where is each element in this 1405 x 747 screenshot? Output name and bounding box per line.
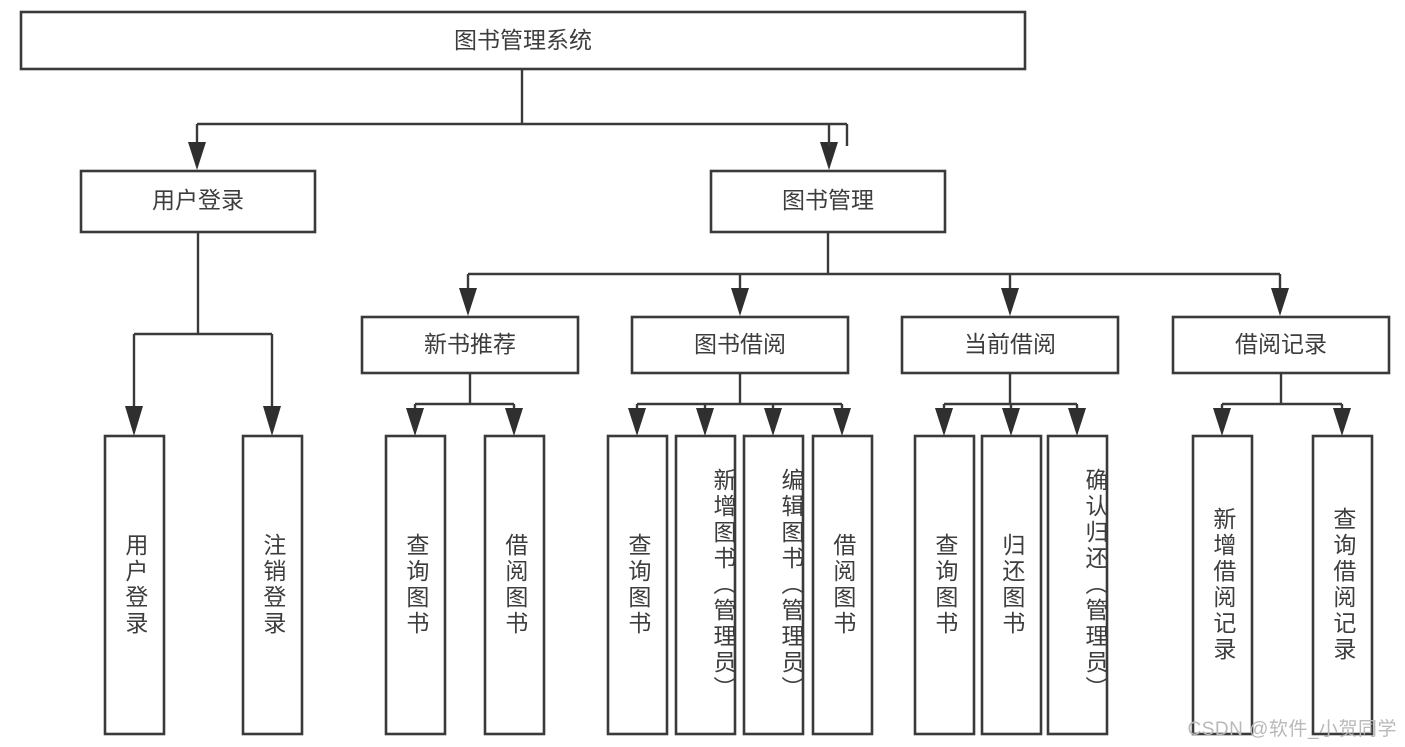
arrow-to-current-borrow [1001,288,1019,316]
leaf-boxes-borrow-record [1191,434,1374,736]
node-borrow-record-box[interactable] [1171,315,1391,375]
node-new-book-recommend-label: 新书推荐 [424,331,516,357]
arrow-to-book-manage [820,142,838,170]
arrow-to-borrow-record [1271,288,1289,316]
arrow-leaf-edit-book [764,408,782,436]
leaf-box-borrow-book-1[interactable] [483,434,546,736]
node-borrow-record-label: 借阅记录 [1235,331,1327,357]
csdn-watermark: CSDN @软件_小贺同学 [1187,719,1397,740]
leaf-box-confirm-return[interactable] [1046,434,1109,736]
arrow-leaf-query-book-2 [628,408,646,436]
leaf-boxes-user-login [103,434,304,736]
node-user-login-label: 用户登录 [152,187,244,213]
leaf-box-return-book[interactable] [980,434,1043,736]
arrow-leaf-add-record [1213,408,1231,436]
arrow-to-user-login [188,142,206,170]
arrow-leaf-borrow-book-1 [505,408,523,436]
arrow-leaf-borrow-book-2 [833,408,851,436]
arrow-to-new-book [459,288,477,316]
leaf-box-query-record[interactable] [1311,434,1374,736]
arrow-leaf-logout [263,406,281,436]
node-new-book-recommend[interactable]: 新书推荐 [360,315,580,375]
node-book-borrow-box[interactable] [630,315,850,375]
leaf-boxes-new-book-recommend [384,434,546,736]
arrow-leaf-query-book-1 [406,408,424,436]
node-borrow-record[interactable]: 借阅记录 [1171,315,1391,375]
arrow-leaf-return-book [1002,408,1020,436]
arrow-leaf-user-login [125,406,143,436]
node-book-borrow-label: 图书借阅 [694,331,786,357]
connector-userlogin-to-leaves [125,232,281,436]
node-current-borrow-label: 当前借阅 [964,331,1056,357]
connector-root-to-level2 [188,69,849,170]
arrow-leaf-query-record [1333,408,1351,436]
connector-bookborrow-to-leaves [628,373,851,436]
leaf-box-add-record[interactable] [1191,434,1254,736]
node-root-box[interactable] [19,10,1027,71]
node-current-borrow[interactable]: 当前借阅 [900,315,1120,375]
leaf-box-edit-book[interactable] [742,434,805,736]
connector-newbook-to-leaves [406,373,523,436]
leaf-box-query-book-1[interactable] [384,434,447,736]
node-user-login-box[interactable] [79,169,317,234]
node-book-manage-label: 图书管理 [782,187,874,213]
leaf-box-add-book[interactable] [674,434,737,736]
node-root-label: 图书管理系统 [454,27,592,53]
node-user-login[interactable]: 用户登录 [79,169,317,234]
node-book-borrow[interactable]: 图书借阅 [630,315,850,375]
node-current-borrow-box[interactable] [900,315,1120,375]
leaf-boxes-book-borrow [606,434,874,736]
arrow-to-book-borrow [731,288,749,316]
connector-bookmanage-to-level3 [459,232,1289,316]
node-new-book-recommend-box[interactable] [360,315,580,375]
node-book-manage[interactable]: 图书管理 [709,169,947,234]
connector-currentborrow-to-leaves [935,373,1086,436]
leaf-box-query-book-2[interactable] [606,434,669,736]
arrow-leaf-add-book [696,408,714,436]
leaf-box-logout[interactable] [241,434,304,736]
node-book-manage-box[interactable] [709,169,947,234]
leaf-boxes-current-borrow [913,434,1109,736]
node-root[interactable]: 图书管理系统 [19,10,1027,71]
connector-borrowrecord-to-leaves [1213,373,1351,436]
arrow-leaf-query-book-3 [935,408,953,436]
leaf-box-query-book-3[interactable] [913,434,976,736]
leaf-box-user-login[interactable] [103,434,166,736]
leaf-box-borrow-book-2[interactable] [811,434,874,736]
arrow-leaf-confirm-return [1068,408,1086,436]
